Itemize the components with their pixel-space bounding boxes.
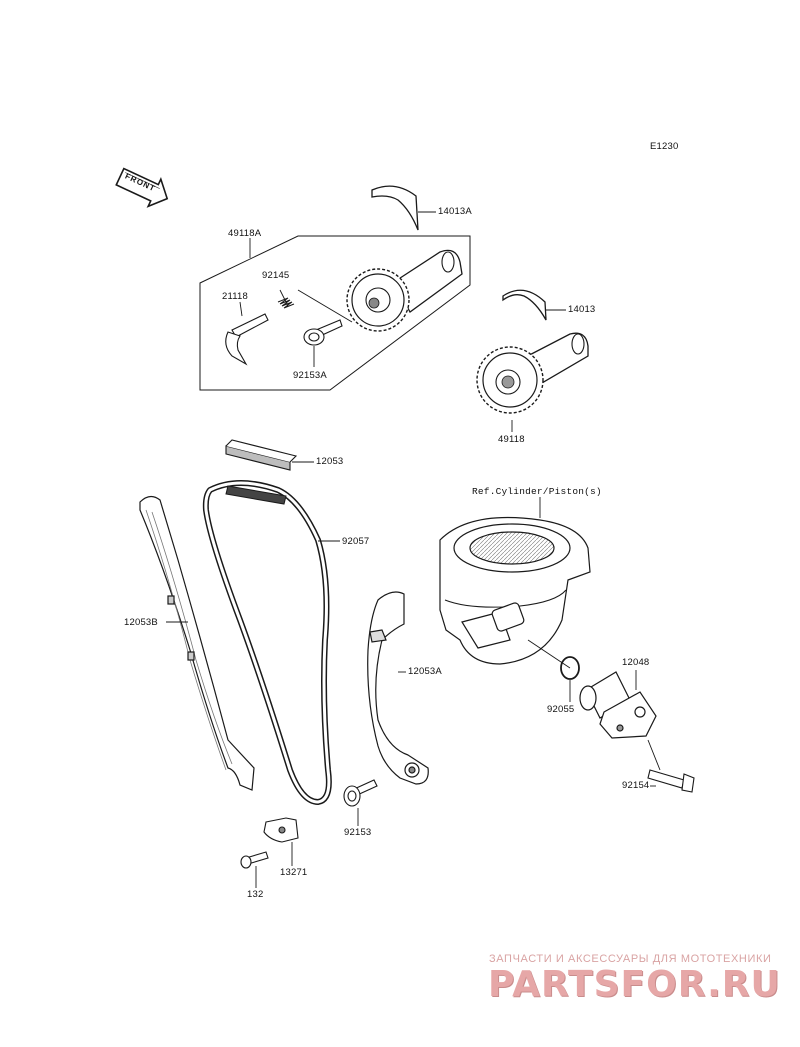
pin-21118 (225, 313, 269, 366)
part-label-12053A[interactable]: 12053A (408, 666, 442, 677)
cam-cap-14013A (371, 185, 419, 231)
part-label-12053B[interactable]: 12053B (124, 617, 158, 628)
part-label-92153[interactable]: 92153 (344, 827, 372, 838)
part-label-92154[interactable]: 92154 (622, 780, 650, 791)
part-label-132[interactable]: 132 (247, 889, 264, 900)
part-label-49118[interactable]: 49118 (498, 434, 525, 445)
chain-guide-12053B (139, 495, 255, 791)
front-arrow-icon (115, 167, 169, 208)
bolt-92153A (303, 319, 343, 346)
chain-tensioner-12048 (579, 671, 657, 739)
watermark-logo: PARTSFOR.RU (488, 964, 781, 1005)
part-label-92153A[interactable]: 92153A (293, 370, 327, 381)
part-label-92145[interactable]: 92145 (262, 270, 290, 281)
part-label-12048[interactable]: 12048 (622, 657, 650, 668)
exhaust-camshaft-49118 (476, 332, 589, 414)
part-label-14013A[interactable]: 14013A (438, 206, 472, 217)
cylinder (439, 516, 591, 665)
diagram-code: E1230 (650, 141, 679, 152)
bracket-13271 (263, 817, 299, 843)
part-label-92055[interactable]: 92055 (547, 704, 575, 715)
bolt-92154 (647, 769, 695, 793)
part-label-49118A[interactable]: 49118A (228, 228, 262, 239)
camshaft-assembly-box (199, 235, 471, 391)
watermark-tagline: ЗАПЧАСТИ И АКСЕССУАРЫ ДЛЯ МОТОТЕХНИКИ (489, 953, 772, 965)
reference-note: Ref.Cylinder/Piston(s) (472, 486, 602, 497)
cam-cap-14013 (502, 289, 547, 321)
bolt-92153 (343, 779, 378, 807)
part-label-12053[interactable]: 12053 (316, 456, 344, 467)
bolt-132 (240, 851, 269, 869)
leader-lines (166, 211, 661, 888)
part-label-14013[interactable]: 14013 (568, 304, 596, 315)
part-label-13271[interactable]: 13271 (280, 867, 308, 878)
cam-chain-92057 (202, 480, 332, 805)
chain-guide-top-12053 (225, 439, 298, 471)
o-ring-92055 (560, 656, 580, 680)
tensioner-guide-12053A (367, 591, 429, 785)
part-label-21118[interactable]: 21118 (222, 291, 249, 302)
intake-camshaft-49118A (346, 249, 463, 332)
part-label-92057[interactable]: 92057 (342, 536, 370, 547)
